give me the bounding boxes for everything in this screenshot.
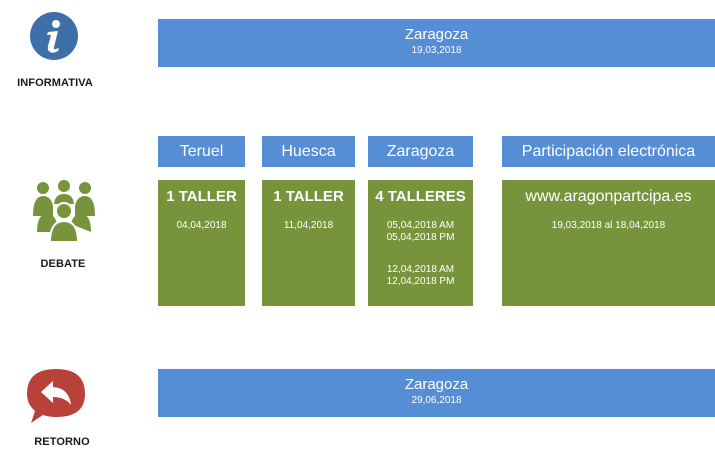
reply-bubble-icon bbox=[25, 367, 87, 425]
taller-dates: 04,04,2018 bbox=[158, 220, 245, 232]
taller-dates: 11,04,2018 bbox=[262, 220, 355, 232]
participation-url: www.aragonpartcipa.es bbox=[525, 188, 692, 205]
tab-participacion-electronica: Participación electrónica bbox=[502, 136, 715, 167]
debate-box-zaragoza: 4 TALLERES 05,04,2018 AM 05,04,2018 PM 1… bbox=[368, 180, 473, 306]
debate-box-teruel: 1 TALLER 04,04,2018 bbox=[158, 180, 245, 306]
participation-date-range: 19,03,2018 al 18,04,2018 bbox=[551, 220, 666, 231]
tab-huesca: Huesca bbox=[262, 136, 355, 167]
taller-date: 12,04,2018 PM bbox=[386, 276, 455, 287]
group-people-icon bbox=[33, 180, 95, 243]
banner-city: Zaragoza bbox=[404, 26, 469, 43]
taller-dates: 05,04,2018 AM 05,04,2018 PM 12,04,2018 A… bbox=[368, 220, 473, 288]
taller-date: 04,04,2018 bbox=[176, 220, 227, 231]
taller-date: 05,04,2018 AM bbox=[386, 220, 455, 231]
info-icon bbox=[29, 11, 79, 61]
debate-box-huesca: 1 TALLER 11,04,2018 bbox=[262, 180, 355, 306]
taller-date: 11,04,2018 bbox=[283, 220, 334, 231]
phase-label-debate: DEBATE bbox=[40, 258, 86, 270]
tab-teruel: Teruel bbox=[158, 136, 245, 167]
informativa-banner: Zaragoza 19,03,2018 bbox=[158, 19, 715, 67]
taller-date: 12,04,2018 AM bbox=[386, 264, 455, 275]
taller-dates: 19,03,2018 al 18,04,2018 bbox=[502, 220, 715, 232]
taller-count: 1 TALLER bbox=[166, 188, 237, 205]
debate-box-participacion: www.aragonpartcipa.es 19,03,2018 al 18,0… bbox=[502, 180, 715, 306]
spacer bbox=[368, 244, 473, 264]
retorno-banner: Zaragoza 29,06,2018 bbox=[158, 369, 715, 417]
phase-label-informativa: INFORMATIVA bbox=[17, 77, 93, 89]
banner-city: Zaragoza bbox=[404, 376, 469, 393]
tab-zaragoza: Zaragoza bbox=[368, 136, 473, 167]
taller-count: 1 TALLER bbox=[273, 188, 344, 205]
taller-count: 4 TALLERES bbox=[375, 188, 466, 205]
phase-label-retorno: RETORNO bbox=[34, 436, 90, 448]
banner-date: 19,03,2018 bbox=[411, 45, 462, 56]
taller-date: 05,04,2018 PM bbox=[386, 232, 455, 243]
banner-date: 29,06,2018 bbox=[411, 395, 462, 406]
